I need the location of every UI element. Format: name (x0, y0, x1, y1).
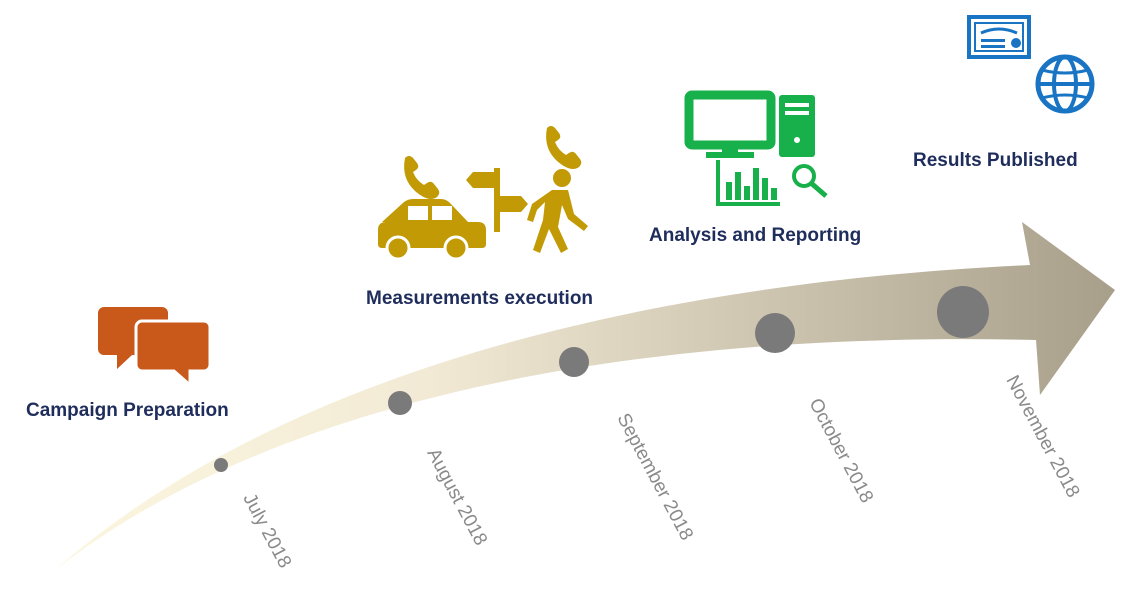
certificate-globe-icon (967, 15, 1095, 114)
phase-label-published: Results Published (913, 150, 1078, 171)
speech-bubbles-icon (98, 307, 212, 389)
computer-analytics-icon (684, 90, 828, 206)
phase-label-preparation: Campaign Preparation (26, 400, 229, 421)
phase-label-analysis: Analysis and Reporting (649, 225, 862, 246)
milestone-july (214, 458, 228, 472)
timeline-arrow (55, 222, 1115, 570)
phase-label-execution: Measurements execution (366, 288, 594, 309)
milestone-august (388, 391, 412, 415)
milestone-november (937, 286, 989, 338)
milestone-september (559, 347, 589, 377)
milestone-october (755, 313, 795, 353)
drive-walk-test-icon (378, 126, 588, 261)
